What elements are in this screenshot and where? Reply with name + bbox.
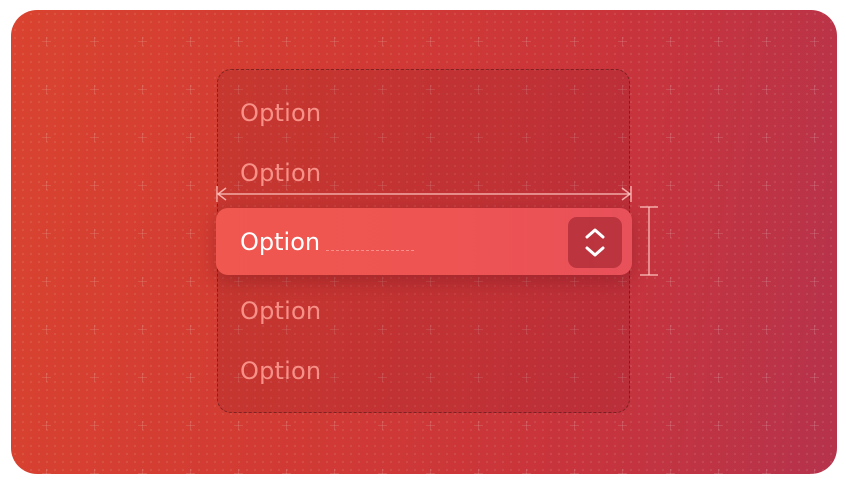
width-measure-arrow-icon: [216, 186, 632, 202]
menu-option[interactable]: Option: [240, 357, 322, 385]
label-guide-line: [326, 250, 414, 251]
popup-button-selected[interactable]: Option: [216, 208, 632, 275]
selected-option-label: Option: [240, 228, 321, 256]
menu-option[interactable]: Option: [240, 99, 322, 127]
menu-option[interactable]: Option: [240, 297, 322, 325]
up-down-chevrons-icon[interactable]: [568, 217, 622, 268]
menu-option[interactable]: Option: [240, 159, 322, 187]
height-measure-bracket-icon: [640, 206, 658, 276]
